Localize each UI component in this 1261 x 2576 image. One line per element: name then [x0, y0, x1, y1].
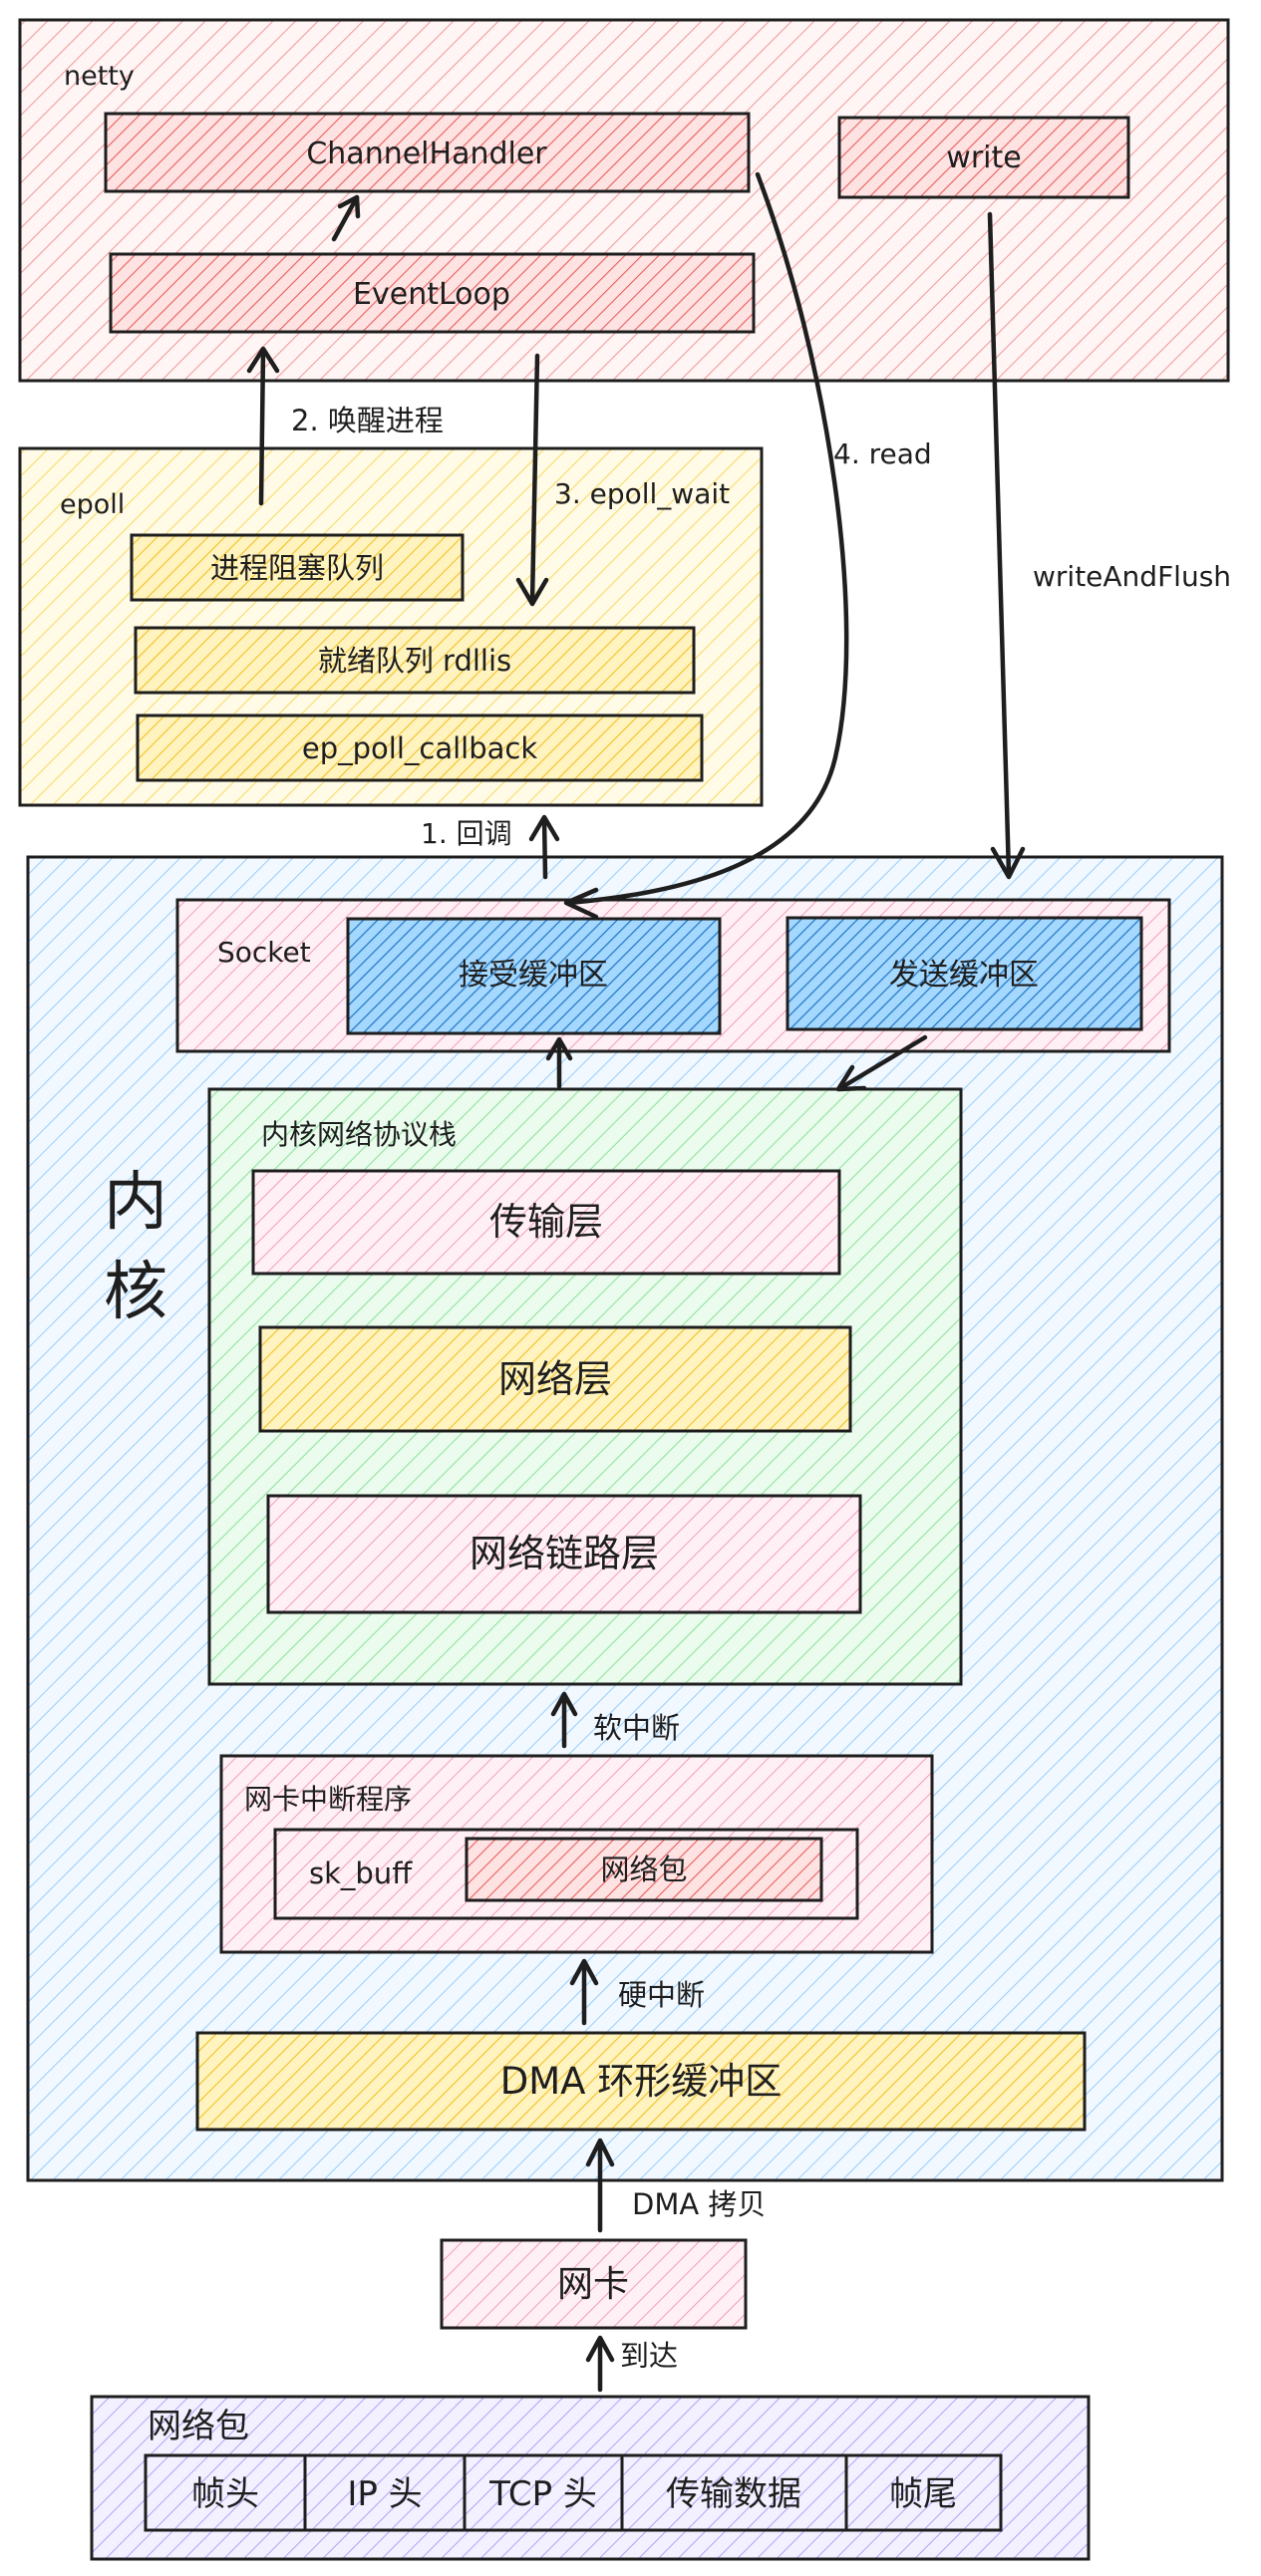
arrow-soft-irq [550, 1691, 578, 1749]
packet-part-tcp-header [463, 2453, 624, 2532]
packet-part-payload-label: 传输数据 [666, 2474, 801, 2514]
edge-label-read: 4. read [833, 437, 932, 470]
edge-label-wake: 2. 唤醒进程 [291, 404, 444, 437]
link-layer-label: 网络链路层 [470, 1532, 659, 1575]
packet-label: 网络包 [148, 2407, 249, 2446]
packet-part-ip-header-label: IP 头 [347, 2474, 422, 2514]
blocked-queue-box [130, 533, 465, 602]
blocked-queue-label: 进程阻塞队列 [210, 551, 384, 585]
transport-layer-label: 传输层 [489, 1200, 603, 1244]
epoll-label: epoll [60, 489, 125, 520]
network-layer-label: 网络层 [498, 1357, 612, 1401]
network-stack-label: 内核网络协议栈 [261, 1118, 457, 1151]
packet-part-frame-header [144, 2453, 307, 2532]
channel-handler-label: ChannelHandler [306, 137, 547, 171]
event-loop-box [109, 252, 756, 334]
arrow-stack-to-recv-buffer [545, 1036, 573, 1089]
edge-label-hard-irq: 硬中断 [618, 1978, 705, 2012]
arrow-dma-copy [585, 2138, 615, 2233]
edge-label-callback: 1. 回调 [421, 817, 512, 850]
write-box [837, 116, 1130, 199]
dma-ring-buffer-label: DMA 环形缓冲区 [500, 2060, 783, 2103]
nic-packet-label: 网络包 [600, 1853, 687, 1886]
send-buffer-label: 发送缓冲区 [889, 958, 1039, 993]
link-layer-box [266, 1494, 862, 1614]
netty-label: netty [64, 61, 135, 92]
ready-list-box [134, 626, 696, 695]
kernel-label-top: 内 [104, 1166, 167, 1240]
callback-box [136, 714, 704, 782]
kernel-label-bottom: 核 [104, 1256, 167, 1329]
nic-box [440, 2238, 748, 2330]
arrow-write-and-flush [987, 211, 1026, 880]
packet-part-frame-header-label: 帧头 [191, 2474, 259, 2514]
nic-irq-label: 网卡中断程序 [244, 1783, 412, 1816]
packet-part-frame-trailer-label: 帧尾 [889, 2474, 957, 2514]
dma-ring-buffer-box [195, 2031, 1087, 2132]
send-buffer-box [786, 916, 1143, 1031]
edge-label-epoll-wait: 3. epoll_wait [554, 477, 730, 510]
edge-label-dma-copy: DMA 拷贝 [632, 2187, 766, 2221]
transport-layer-box [251, 1169, 841, 1276]
packet-part-frame-trailer [844, 2453, 1003, 2532]
nic-packet-box [465, 1837, 823, 1902]
socket-label: Socket [217, 936, 311, 969]
ready-list-label: 就绪队列 rdllis [318, 644, 511, 678]
sk-buff-label: sk_buff [309, 1857, 413, 1890]
packet-part-tcp-header-label: TCP 头 [488, 2474, 597, 2514]
arrow-send-buffer-to-stack [835, 1034, 928, 1092]
edge-label-write-and-flush: writeAndFlush [1033, 560, 1231, 593]
arrow-callback [528, 814, 560, 880]
arrow-read [563, 171, 849, 920]
arrow-hard-irq [569, 1958, 599, 2026]
write-label: write [946, 141, 1021, 175]
recv-buffer-box [346, 917, 722, 1035]
channel-handler-box [104, 112, 751, 193]
arrow-epoll-wait [515, 353, 549, 607]
nic-label: 网卡 [557, 2264, 629, 2305]
arrow-wake-process [246, 346, 280, 506]
network-layer-box [258, 1325, 852, 1433]
arrow-arrive [585, 2335, 615, 2393]
edge-label-soft-irq: 软中断 [593, 1711, 680, 1745]
arrow-eventloop-to-handler [331, 194, 361, 242]
edge-label-arrive: 到达 [620, 2339, 678, 2373]
recv-buffer-label: 接受缓冲区 [459, 958, 608, 993]
callback-label: ep_poll_callback [302, 731, 537, 765]
event-loop-label: EventLoop [353, 277, 510, 312]
